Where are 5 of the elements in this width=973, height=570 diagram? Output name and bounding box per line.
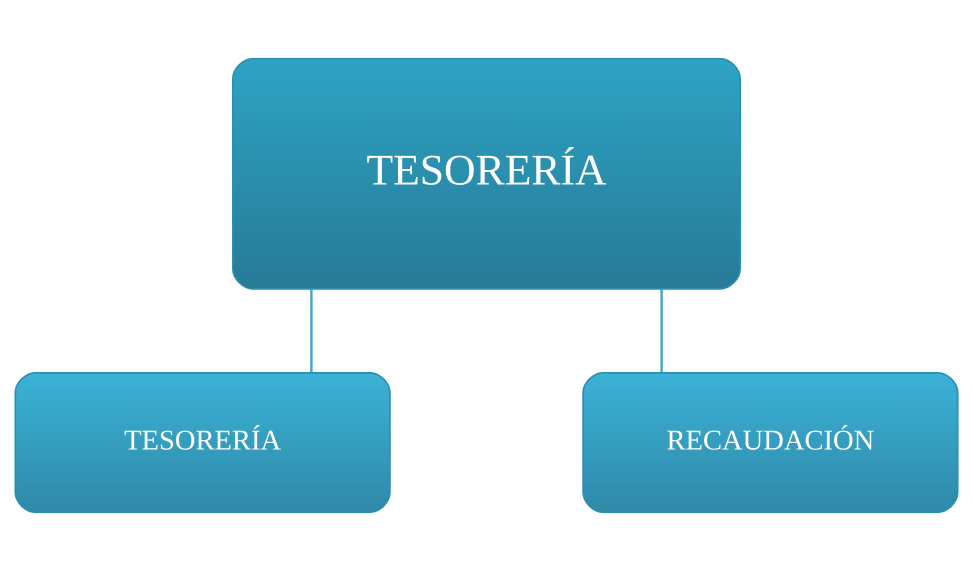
connector [310, 288, 313, 372]
node-box: TESORERÍA [232, 57, 741, 290]
node-box: RECAUDACIÓN [582, 372, 959, 513]
node-box: TESORERÍA [14, 372, 391, 513]
connector [660, 288, 663, 372]
